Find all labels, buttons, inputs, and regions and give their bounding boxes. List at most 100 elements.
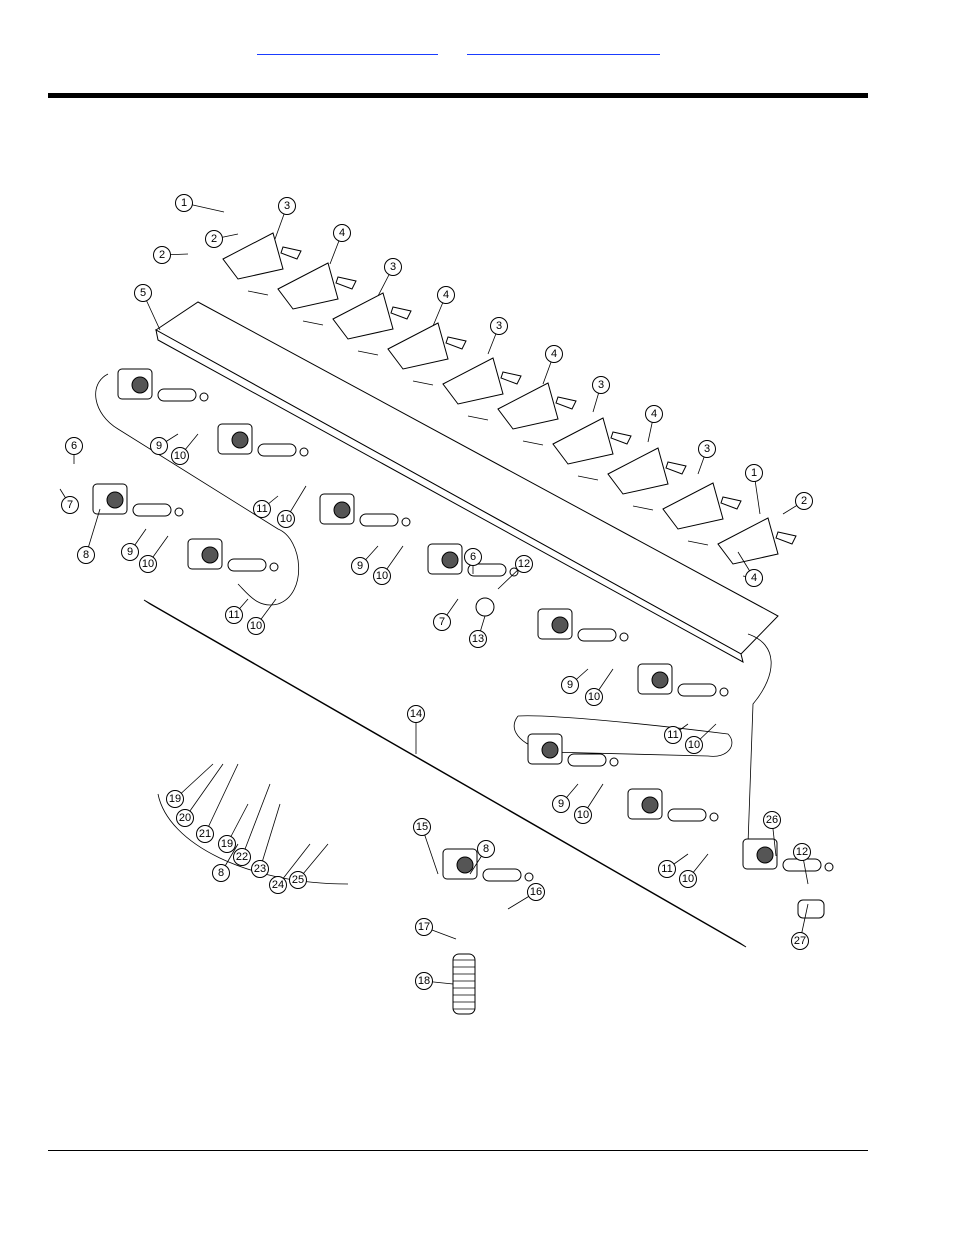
callout-4: 4 [645,405,663,423]
callout-10: 10 [373,567,391,585]
callout-number: 9 [558,798,564,810]
callout-1: 1 [175,194,193,212]
callout-number: 3 [598,379,604,391]
callout-10: 10 [277,510,295,528]
plate-clip [720,496,742,510]
callout-number: 10 [577,809,589,821]
callout-number: 9 [357,560,363,572]
callout-10: 10 [247,617,265,635]
shaft-sleeve [132,503,172,517]
header-links [0,40,954,60]
callout-23: 23 [251,860,269,878]
callout-number: 1 [751,467,757,479]
guard-plate [387,322,449,370]
callout-number: 11 [256,503,267,515]
callout-number: 7 [439,616,445,628]
callout-10: 10 [171,447,189,465]
trough-5-lip [155,329,744,663]
callout-number: 8 [483,843,489,855]
washer-10 [509,567,519,577]
callout-20: 20 [176,809,194,827]
callout-13: 13 [469,630,487,648]
gearbox-hub [333,501,351,519]
callout-number: 25 [292,874,304,886]
plate-bolt [357,350,379,356]
end-cap-27 [797,899,825,919]
callout-number: 1 [181,197,187,209]
callout-number: 13 [472,633,484,645]
callout-number: 26 [766,814,778,826]
callout-number: 10 [682,873,694,885]
callout-5: 5 [134,284,152,302]
shaft-sleeve [677,683,717,697]
shaft-sleeve [577,628,617,642]
callout-number: 10 [250,620,262,632]
header-link-2[interactable] [467,40,660,55]
callout-19: 19 [166,790,184,808]
callout-leader [204,763,239,835]
washer-10 [401,517,411,527]
callout-22: 22 [233,848,251,866]
callout-3: 3 [384,258,402,276]
callout-3: 3 [490,317,508,335]
callout-number: 4 [751,572,757,584]
washer-10 [199,392,209,402]
callout-12: 12 [793,843,811,861]
shaft-sleeve [257,443,297,457]
idler-pulley-13 [475,597,495,617]
callout-9: 9 [121,543,139,561]
washer-10 [709,812,719,822]
chain-lower-loop [513,715,733,757]
callout-9: 9 [561,676,579,694]
plate-bolt [247,290,269,296]
callout-number: 24 [272,879,284,891]
callout-number: 11 [228,609,239,621]
guard-plate [497,382,559,430]
gearbox-hub [651,671,669,689]
shaft-14 [143,599,747,948]
callout-9: 9 [552,795,570,813]
guard-plate [332,292,394,340]
callout-26: 26 [763,811,781,829]
plate-clip [610,431,632,445]
washer-10 [174,507,184,517]
callout-number: 2 [801,495,807,507]
plate-clip [665,461,687,475]
callout-number: 17 [418,921,430,933]
shaft-sleeve [482,868,522,882]
callout-14: 14 [407,705,425,723]
guard-plate [662,482,724,530]
callout-number: 16 [530,886,542,898]
callout-number: 9 [156,440,162,452]
washer-10 [609,757,619,767]
shaft-sleeve [667,808,707,822]
callout-number: 5 [140,287,146,299]
callout-27: 27 [791,932,809,950]
callout-16: 16 [527,883,545,901]
callout-10: 10 [679,870,697,888]
callout-number: 4 [551,348,557,360]
plate-bolt [522,440,544,446]
chain-right [747,633,772,845]
gearbox-hub [201,546,219,564]
washer-10 [719,687,729,697]
plate-clip [280,246,302,260]
callout-3: 3 [592,376,610,394]
plate-bolt [632,505,654,511]
callout-number: 3 [390,261,396,273]
header-rule [48,93,868,98]
callout-6: 6 [464,548,482,566]
callout-number: 10 [376,570,388,582]
callout-10: 10 [685,736,703,754]
shaft-sleeve [567,753,607,767]
plate-clip [555,396,577,410]
washer-10 [824,862,834,872]
gearbox-hub [231,431,249,449]
callout-number: 12 [796,846,808,858]
gearbox-hub [551,616,569,634]
detail-outline [157,793,349,885]
exploded-view-svg: 1223434343435678910910111091011106712139… [59,194,834,1015]
gearbox-hub [756,846,774,864]
callout-number: 4 [339,227,345,239]
header-link-1[interactable] [257,40,438,55]
